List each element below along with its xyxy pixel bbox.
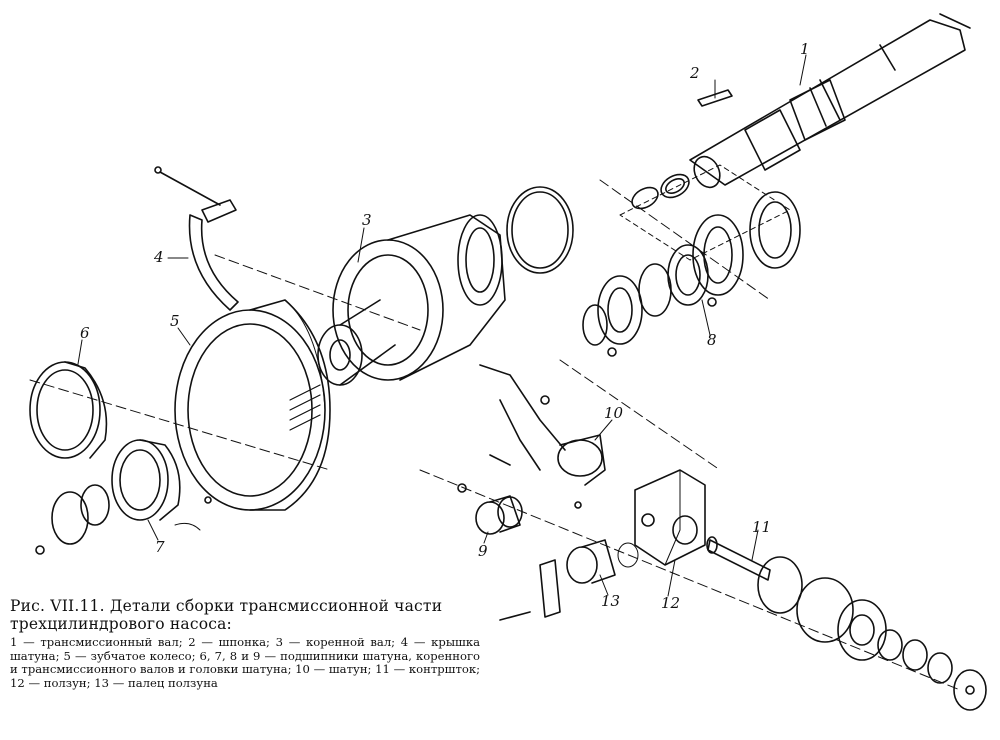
connecting-rod: [457, 364, 606, 509]
label-13: 13: [601, 592, 620, 610]
label-8: 8: [707, 331, 717, 349]
slider-pin: [499, 539, 639, 621]
label-12: 12: [661, 594, 680, 612]
caption-legend: 1 — трансмиссионный вал; 2 — шпонка; 3 —…: [10, 635, 480, 690]
shaft-rings: [619, 164, 791, 261]
main-shaft: [317, 186, 574, 386]
label-5: 5: [170, 312, 180, 330]
part-number-labels: 1 2 3 4 5 6 7 8 9 10 11 12 13: [80, 40, 810, 612]
bearing-6: [29, 361, 108, 459]
label-9: 9: [478, 542, 488, 560]
label-6: 6: [80, 324, 90, 342]
leader-lines: [77, 54, 807, 597]
gear-wheel: [174, 299, 331, 511]
rod-cap: [154, 166, 239, 311]
label-4: 4: [153, 248, 164, 266]
transmission-shaft: [689, 13, 971, 189]
figure-caption: Рис. VII.11. Детали сборки трансмиссионн…: [10, 597, 480, 690]
label-7: 7: [155, 538, 165, 556]
slider: [634, 469, 706, 566]
center-lines: [29, 179, 961, 691]
label-10: 10: [604, 404, 624, 422]
bearing-9: [475, 495, 523, 535]
label-11: 11: [752, 518, 771, 536]
bearing-7: [35, 439, 212, 555]
label-1: 1: [800, 40, 810, 58]
tail-rod: [706, 536, 987, 711]
label-3: 3: [362, 211, 372, 229]
key: [697, 89, 733, 107]
caption-title: Рис. VII.11. Детали сборки трансмиссионн…: [10, 597, 443, 633]
label-2: 2: [689, 64, 700, 82]
bearing-8: [582, 191, 801, 357]
